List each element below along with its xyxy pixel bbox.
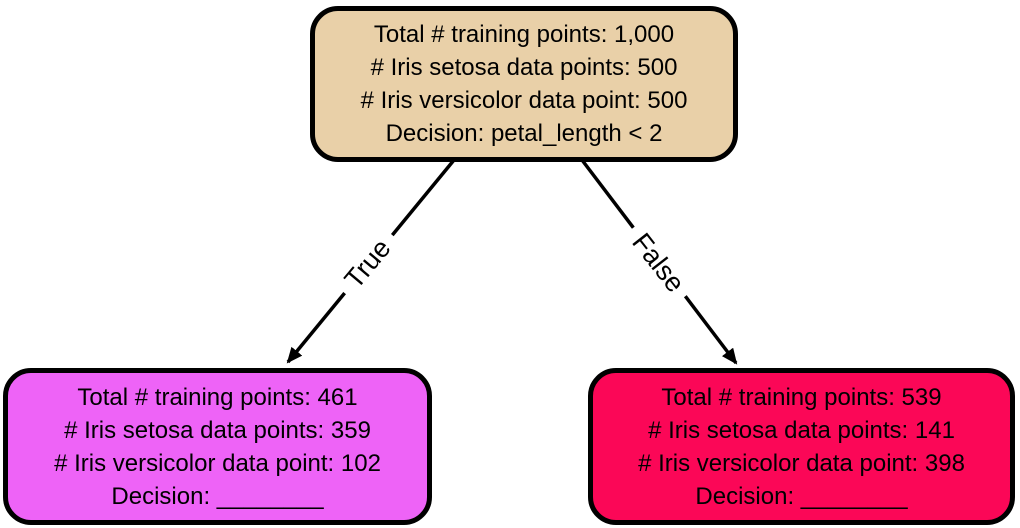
left-node-line-setosa: # Iris setosa data points: 359 xyxy=(64,416,371,444)
root-node-line-setosa: # Iris setosa data points: 500 xyxy=(370,54,678,81)
left-node-line-decision: Decision: ________ xyxy=(111,482,324,510)
right-child-node: Total # training points: 539 # Iris seto… xyxy=(588,368,1015,525)
right-node-line-versicolor: # Iris versicolor data point: 398 xyxy=(638,449,965,477)
root-node-line-decision: Decision: petal_length < 2 xyxy=(385,120,663,147)
right-node-line-setosa: # Iris setosa data points: 141 xyxy=(648,416,955,444)
root-node-line-total: Total # training points: 1,000 xyxy=(373,21,675,48)
root-node-line-versicolor: # Iris versicolor data point: 500 xyxy=(360,87,688,114)
right-node-line-decision: Decision: ________ xyxy=(695,482,908,510)
left-node-line-versicolor: # Iris versicolor data point: 102 xyxy=(54,449,381,477)
left-child-node: Total # training points: 461 # Iris seto… xyxy=(3,368,432,525)
left-node-line-total: Total # training points: 461 xyxy=(77,383,358,411)
right-node-line-total: Total # training points: 539 xyxy=(661,383,942,411)
root-node: Total # training points: 1,000 # Iris se… xyxy=(310,6,738,162)
